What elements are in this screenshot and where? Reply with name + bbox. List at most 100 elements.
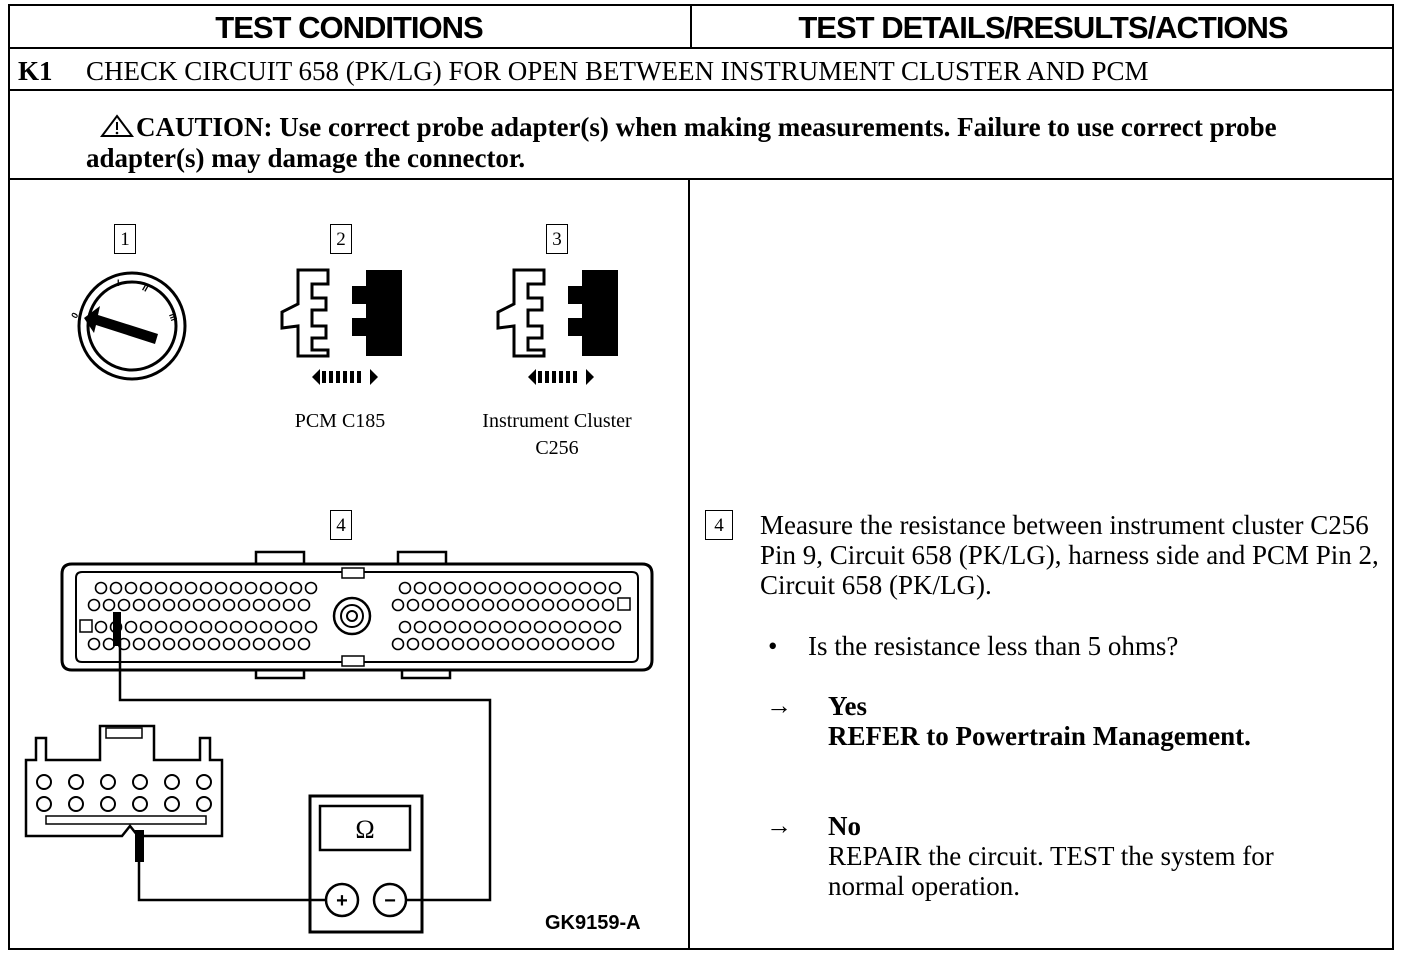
ignition-mark-3: III: [167, 312, 179, 322]
ignition-mark-1: I: [117, 278, 120, 288]
pin-cavity: [466, 637, 480, 651]
pin-cavity: [154, 581, 168, 595]
pin-cavity: [601, 637, 615, 651]
pin-cavity: [36, 796, 52, 812]
pin-cavity: [164, 796, 180, 812]
test-leads: [118, 640, 492, 902]
pin-cavity: [413, 620, 427, 634]
pin-cavity: [154, 620, 168, 634]
warning-triangle-icon: [86, 112, 136, 143]
pin-cavity: [481, 637, 495, 651]
step-divider: [8, 89, 1394, 91]
pin-cavity: [147, 637, 161, 651]
pin-cavity: [571, 598, 585, 612]
pin-cavity: [267, 637, 281, 651]
pin-cavity: [274, 620, 288, 634]
pin-cavity: [511, 637, 525, 651]
pin-cavity: [244, 620, 258, 634]
pin-cavity: [147, 598, 161, 612]
pin-cavity: [443, 620, 457, 634]
pin-cavity: [124, 581, 138, 595]
pin-cavity: [481, 598, 495, 612]
pin-cavity: [184, 581, 198, 595]
pin-cavity: [192, 637, 206, 651]
pin-cavity: [68, 796, 84, 812]
pin-cavity: [436, 598, 450, 612]
header-column-divider: [690, 4, 692, 48]
pin-cavity: [289, 620, 303, 634]
yes-label: Yes: [828, 691, 867, 721]
pin-cavity: [466, 598, 480, 612]
pin-cavity: [100, 796, 116, 812]
pin-cavity: [207, 637, 221, 651]
pin-cavity: [229, 620, 243, 634]
pin-cavity: [398, 581, 412, 595]
pin-cavity: [608, 581, 622, 595]
body-column-divider: [688, 178, 690, 950]
detail-question: Is the resistance less than 5 ohms?: [808, 631, 1179, 661]
pin-cavity: [511, 598, 525, 612]
pin-cavity: [601, 598, 615, 612]
pin-cavity: [571, 637, 585, 651]
no-action: REPAIR the circuit. TEST the system for …: [828, 841, 1274, 901]
arrow-right-icon: →: [766, 691, 792, 720]
caption-instrument-cluster-line2: C256: [535, 437, 579, 459]
pin-cavity: [274, 581, 288, 595]
pin-cavity: [421, 598, 435, 612]
ohm-symbol: Ω: [355, 815, 374, 844]
pin-cavity: [556, 637, 570, 651]
pin-cavity: [196, 774, 212, 790]
pin-cavity: [214, 620, 228, 634]
pin-cavity: [533, 581, 547, 595]
ignition-switch-icon: [77, 271, 187, 381]
step-box-4: 4: [330, 510, 352, 540]
no-label: No: [828, 811, 861, 841]
detail-instruction: Measure the resistance between instrumen…: [760, 510, 1379, 600]
pin-cavity: [526, 637, 540, 651]
pin-cavity: [177, 598, 191, 612]
header-test-details: TEST DETAILS/RESULTS/ACTIONS: [798, 10, 1288, 45]
pin-cavity: [398, 620, 412, 634]
pin-cavity: [282, 637, 296, 651]
pin-cavity: [222, 637, 236, 651]
pin-cavity: [428, 581, 442, 595]
header-test-conditions: TEST CONDITIONS: [215, 10, 483, 45]
meter-minus: −: [384, 890, 396, 912]
pin-cavity: [196, 796, 212, 812]
pin-cavity: [458, 620, 472, 634]
figure-id: GK9159-A: [545, 912, 641, 934]
pin-cavity: [391, 598, 405, 612]
caution-text: Use correct probe adapter(s) when making…: [86, 112, 1277, 173]
pin-cavity: [297, 598, 311, 612]
pin-cavity: [304, 620, 318, 634]
pin-cavity: [100, 774, 116, 790]
pin-cavity: [94, 620, 108, 634]
pin-cavity: [192, 598, 206, 612]
pin-cavity: [132, 598, 146, 612]
pin-cavity: [177, 637, 191, 651]
pin-cavity: [578, 581, 592, 595]
meter-plus: +: [336, 890, 348, 912]
pin-cavity: [406, 598, 420, 612]
pin-cavity: [496, 637, 510, 651]
step-box-2: 2: [330, 224, 352, 254]
step-id: K1: [18, 56, 53, 86]
ignition-mark-0: 0: [69, 311, 80, 320]
pin-cavity: [162, 637, 176, 651]
pin-cavity: [289, 581, 303, 595]
caption-instrument-cluster: Instrument Cluster C256: [452, 408, 662, 462]
pin-cavity: [436, 637, 450, 651]
pin-cavity: [406, 637, 420, 651]
pin-cavity: [267, 598, 281, 612]
pin-cavity: [304, 581, 318, 595]
pin-cavity: [541, 598, 555, 612]
pin-cavity: [413, 581, 427, 595]
instrument-cluster-connector: [24, 724, 224, 862]
pin-cavity: [68, 774, 84, 790]
pin-cavity: [563, 620, 577, 634]
pin-cavity: [563, 581, 577, 595]
pin-cavity: [252, 637, 266, 651]
pin-cavity: [124, 620, 138, 634]
caption-instrument-cluster-line1: Instrument Cluster: [482, 410, 632, 432]
